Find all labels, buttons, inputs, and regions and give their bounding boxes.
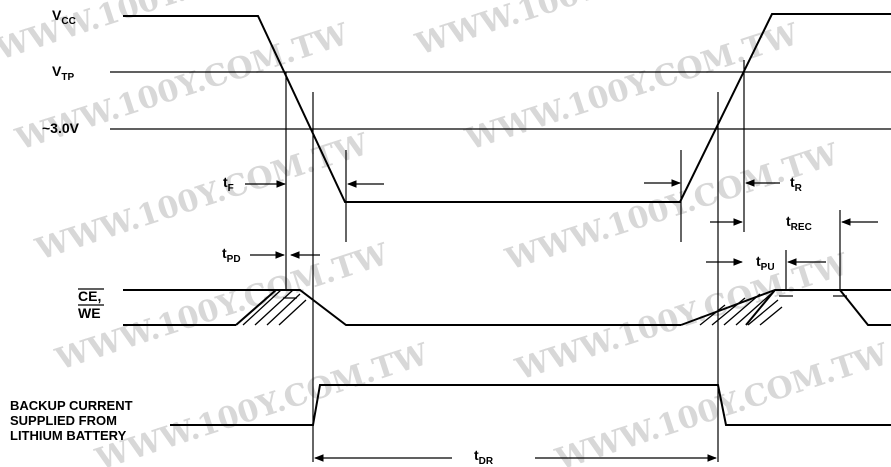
tpu-label: tPU — [756, 253, 775, 273]
vcc-waveform — [123, 13, 891, 203]
trec-label: tREC — [786, 213, 812, 233]
minus3v-label: ~3.0V — [42, 120, 80, 136]
vtp-label: VTP — [52, 63, 74, 83]
backup-label-line2: SUPPLIED FROM — [10, 413, 117, 428]
backup-label-line3: LITHIUM BATTERY — [10, 428, 127, 443]
watermark: WWW.100Y.COM.TW — [91, 337, 434, 467]
hatch-rise — [699, 292, 783, 326]
backup-label-line1: BACKUP CURRENT — [10, 398, 133, 413]
watermark: WWW.100Y.COM.TW — [31, 127, 374, 268]
tpd-label: tPD — [222, 245, 241, 265]
watermark: WWW.100Y.COM.TW — [461, 17, 804, 158]
ce-we-waveform — [123, 289, 891, 326]
tr-label: tR — [790, 174, 803, 194]
we-label: WE — [78, 305, 101, 321]
tdr-label: tDR — [474, 447, 494, 467]
backup-current-waveform — [170, 384, 891, 426]
hatch-fall — [242, 289, 307, 326]
ce-label: CE, — [78, 288, 101, 304]
tf-label: tF — [223, 174, 234, 194]
vcc-label: VCC — [52, 7, 76, 27]
watermark: WWW.100Y.COM.TW — [501, 137, 844, 278]
